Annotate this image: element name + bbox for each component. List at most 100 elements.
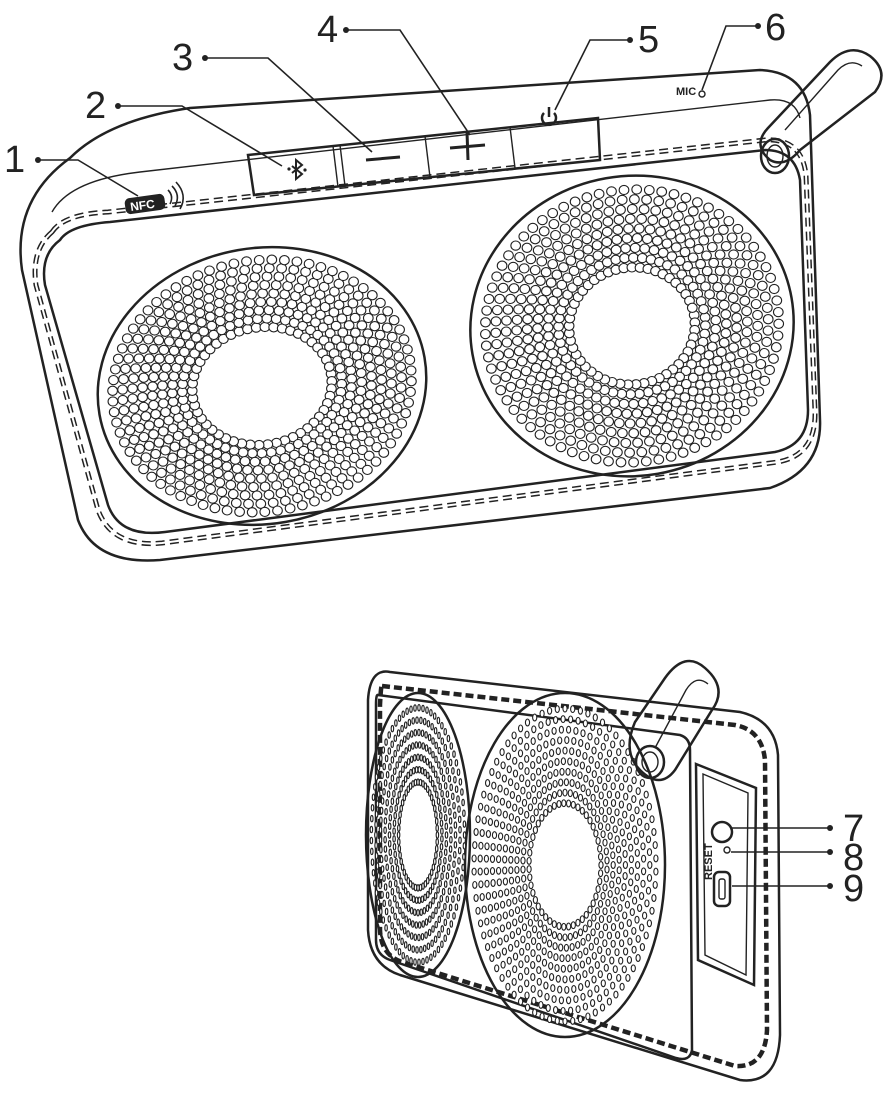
grille-hole <box>396 418 408 429</box>
grille-hole <box>625 973 631 982</box>
grille-hole <box>599 1003 606 1012</box>
grille-hole <box>524 810 530 819</box>
grille-hole <box>382 874 386 882</box>
grille-hole <box>515 378 527 389</box>
grille-hole <box>326 409 338 421</box>
grille-hole <box>383 826 387 835</box>
volume-up-button[interactable] <box>449 131 486 161</box>
grille-hole <box>561 922 567 931</box>
grille-hole <box>383 779 388 787</box>
grille-hole <box>394 943 398 951</box>
grille-hole <box>528 840 534 849</box>
grille-hole <box>548 387 560 398</box>
grille-hole <box>720 274 731 285</box>
grille-hole <box>724 392 735 403</box>
grille-hole <box>426 771 430 780</box>
grille-hole <box>301 434 312 445</box>
grille-hole <box>541 286 552 297</box>
grille-hole <box>401 710 405 719</box>
grille-hole <box>573 394 585 406</box>
grille-hole <box>401 951 405 960</box>
grille-hole <box>406 771 410 780</box>
grille-hole <box>399 877 403 885</box>
grille-hole <box>563 943 570 952</box>
grille-hole <box>605 426 617 438</box>
grille-hole <box>592 198 604 210</box>
grille-hole <box>384 738 388 746</box>
grille-hole <box>503 348 515 359</box>
grille-hole <box>330 320 342 332</box>
grille-hole <box>409 957 413 965</box>
grille-hole <box>392 894 397 903</box>
grille-hole <box>637 397 649 409</box>
grille-hole <box>394 804 398 812</box>
grille-hole <box>364 436 375 447</box>
grille-hole <box>613 731 619 740</box>
grille-hole <box>606 972 613 981</box>
grille-hole <box>444 831 449 839</box>
grille-hole <box>440 721 444 730</box>
grille-hole <box>443 805 447 814</box>
grille-hole <box>446 927 451 936</box>
grille-hole <box>514 251 525 263</box>
grille-hole <box>642 387 654 398</box>
grille-hole <box>736 285 748 296</box>
aux-jack[interactable] <box>710 820 734 844</box>
grille-hole <box>406 930 410 938</box>
grille-hole <box>181 275 193 287</box>
grille-hole <box>623 223 634 234</box>
grille-hole <box>772 330 784 341</box>
grille-hole <box>600 979 606 988</box>
grille-hole <box>383 423 395 434</box>
grille-hole <box>255 296 267 308</box>
grille-hole <box>383 817 388 825</box>
grille-hole <box>551 790 558 799</box>
grille-hole <box>591 229 603 241</box>
grille-hole <box>449 920 454 928</box>
grille-hole <box>481 905 487 914</box>
grille-hole <box>575 749 582 757</box>
grille-hole <box>526 899 533 908</box>
grille-hole <box>148 344 159 355</box>
volume-down-button[interactable] <box>365 155 401 162</box>
grille-hole <box>691 352 702 363</box>
grille-hole <box>557 932 563 941</box>
micro-usb-port[interactable] <box>712 870 732 908</box>
grille-hole <box>668 189 680 200</box>
reset-hole[interactable] <box>723 846 731 854</box>
grille-hole <box>248 481 259 493</box>
grille-hole <box>456 867 460 875</box>
grille-hole <box>512 335 523 347</box>
grille-hole <box>287 485 298 496</box>
bluetooth-button[interactable] <box>287 157 307 182</box>
grille-hole <box>164 353 176 365</box>
grille-hole <box>739 295 751 306</box>
grille-hole <box>649 906 655 915</box>
grille-hole <box>108 374 119 386</box>
grille-hole <box>209 502 221 514</box>
grille-hole <box>518 263 530 274</box>
grille-hole <box>414 896 419 904</box>
grille-hole <box>433 804 437 813</box>
grille-hole <box>701 250 712 261</box>
grille-hole <box>585 788 591 797</box>
grille-hole <box>644 899 650 908</box>
grille-hole <box>634 861 641 869</box>
grille-hole <box>385 771 390 779</box>
grille-hole <box>160 406 171 418</box>
grille-hole <box>731 312 743 323</box>
grille-hole <box>369 825 374 834</box>
grille-hole <box>417 921 422 929</box>
grille-hole <box>436 776 440 784</box>
grille-hole <box>432 712 437 720</box>
power-button[interactable] <box>540 107 558 127</box>
grille-hole <box>382 398 394 409</box>
grille-hole <box>626 919 632 927</box>
grille-hole <box>762 314 774 325</box>
grille-hole <box>428 747 432 755</box>
grille-hole <box>554 251 566 262</box>
grille-hole <box>635 934 641 943</box>
grille-hole <box>483 293 495 305</box>
grille-hole <box>407 943 412 952</box>
grille-hole <box>550 229 561 241</box>
